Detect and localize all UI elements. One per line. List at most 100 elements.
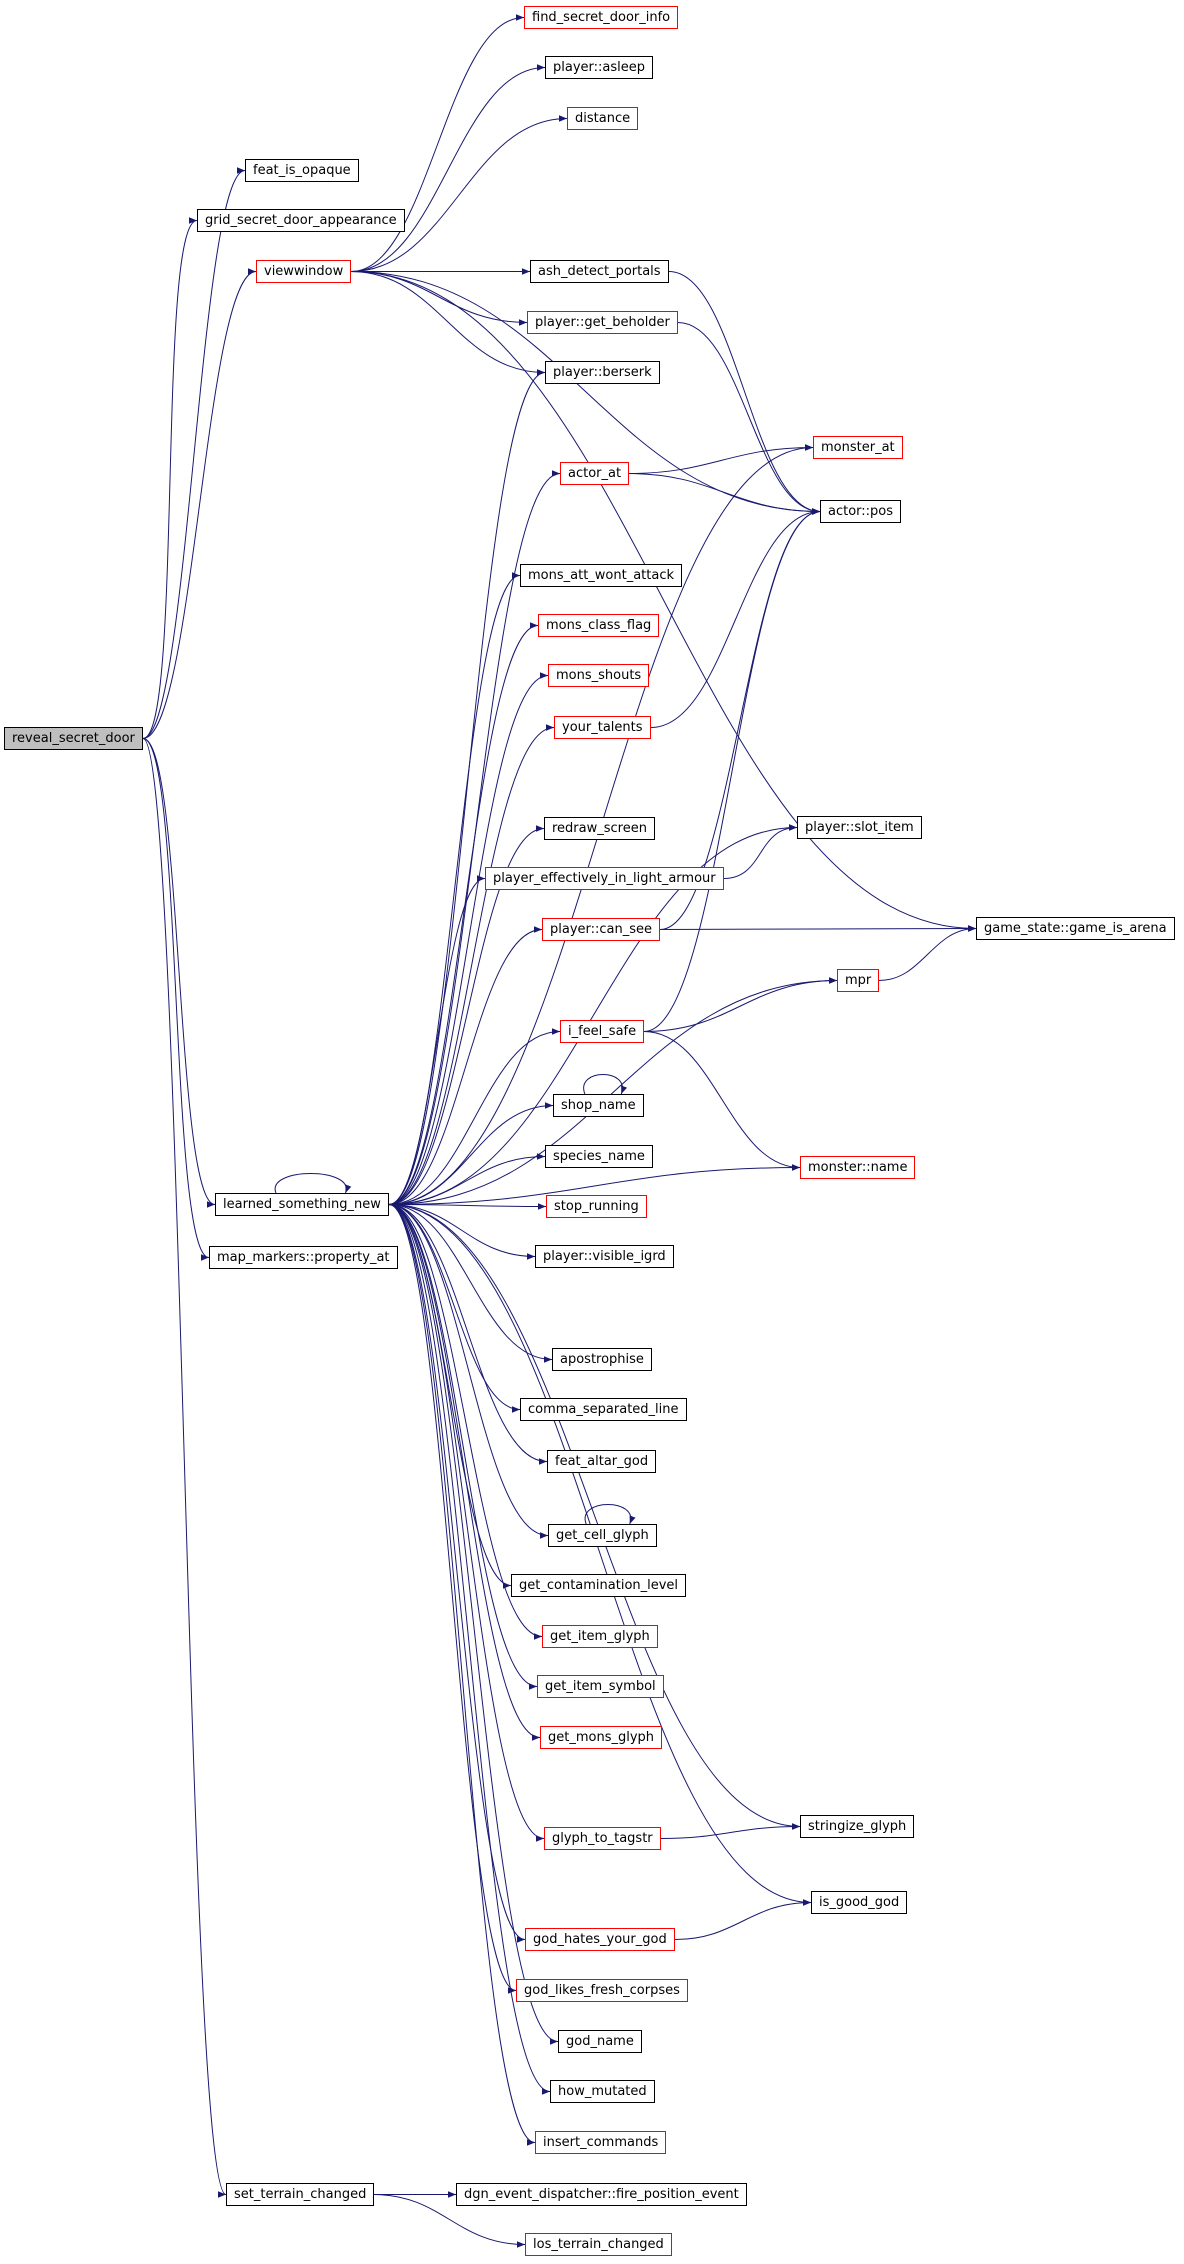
edge-ash-detect-portals-to-actor-pos: [668, 271, 821, 515]
edge-learned-something-new-to-stop-running: [388, 1203, 547, 1210]
edge-god-hates-your-god-to-is-good-god: [674, 1899, 812, 1940]
node-feat-is-opaque[interactable]: feat_is_opaque: [245, 159, 359, 182]
node-actor-at[interactable]: actor_at: [560, 462, 630, 485]
node-player-get-beholder[interactable]: player::get_beholder: [527, 311, 678, 334]
edge-i-feel-safe-to-actor-pos: [643, 508, 821, 1032]
edge-viewwindow-to-player-get-beholder: [350, 271, 528, 326]
node-dgn-event-dispatcher-fire-position-event[interactable]: dgn_event_dispatcher::fire_position_even…: [456, 2183, 747, 2206]
edge-learned-something-new-to-player-slot-item: [388, 824, 798, 1205]
node-grid-secret-door-appearance[interactable]: grid_secret_door_appearance: [197, 209, 405, 232]
node-monster-name[interactable]: monster::name: [800, 1156, 916, 1179]
edge-viewwindow-to-player-berserk: [350, 271, 546, 376]
edge-shop-name-to-shop-name: [583, 1074, 628, 1095]
edge-learned-something-new-to-glyph-to-tagstr: [388, 1204, 545, 1842]
node-get-cell-glyph[interactable]: get_cell_glyph: [548, 1524, 657, 1547]
node-god-likes-fresh-corpses[interactable]: god_likes_fresh_corpses: [516, 1979, 688, 2002]
edge-viewwindow-to-player-asleep: [350, 64, 546, 272]
node-player-asleep[interactable]: player::asleep: [545, 56, 653, 79]
node-los-terrain-changed[interactable]: los_terrain_changed: [525, 2233, 672, 2256]
edge-i-feel-safe-to-monster-name: [643, 1031, 801, 1171]
edge-learned-something-new-to-redraw-screen: [388, 825, 545, 1205]
node-set-terrain-changed[interactable]: set_terrain_changed: [226, 2183, 375, 2206]
node-comma-separated-line[interactable]: comma_separated_line: [520, 1398, 687, 1421]
edge-reveal-secret-door-to-learned-something-new: [142, 738, 216, 1208]
node-player-can-see[interactable]: player::can_see: [542, 918, 661, 941]
edge-learned-something-new-to-how-mutated: [388, 1204, 551, 2095]
edge-learned-something-new-to-mons-att-wont-attack: [388, 572, 521, 1205]
node-monster-at[interactable]: monster_at: [813, 436, 903, 459]
edge-learned-something-new-to-god-likes-fresh-corpses: [388, 1204, 517, 1994]
node-shop-name[interactable]: shop_name: [553, 1094, 644, 1117]
node-distance[interactable]: distance: [567, 107, 639, 130]
node-player-berserk[interactable]: player::berserk: [545, 361, 660, 384]
node-get-contamination-level[interactable]: get_contamination_level: [511, 1574, 687, 1597]
node-feat-altar-god[interactable]: feat_altar_god: [547, 1450, 657, 1473]
node-how-mutated[interactable]: how_mutated: [550, 2080, 655, 2103]
node-is-good-god[interactable]: is_good_god: [811, 1891, 908, 1914]
edge-reveal-secret-door-to-grid-secret-door-appearance: [142, 217, 198, 739]
edge-learned-something-new-to-stringize-glyph: [388, 1204, 801, 1830]
node-get-item-symbol[interactable]: get_item_symbol: [537, 1675, 664, 1698]
node-stringize-glyph[interactable]: stringize_glyph: [800, 1815, 915, 1838]
node-species-name[interactable]: species_name: [545, 1145, 653, 1168]
edge-player-get-beholder-to-actor-pos: [677, 322, 821, 515]
node-find-secret-door-info[interactable]: find_secret_door_info: [524, 6, 679, 29]
node-game-state-game-is-arena[interactable]: game_state::game_is_arena: [976, 917, 1175, 940]
node-redraw-screen[interactable]: redraw_screen: [544, 817, 655, 840]
edge-learned-something-new-to-mons-class-flag: [388, 622, 539, 1205]
edge-reveal-secret-door-to-viewwindow: [142, 268, 257, 739]
edge-player-can-see-to-game-state-game-is-arena: [659, 925, 977, 932]
edge-learned-something-new-to-get-item-glyph: [388, 1204, 543, 1640]
edge-reveal-secret-door-to-map-markers-property-at: [142, 738, 210, 1261]
edge-learned-something-new-to-get-cell-glyph: [388, 1204, 549, 1539]
node-your-talents[interactable]: your_talents: [554, 716, 651, 739]
node-player-effectively-in-light-armour[interactable]: player_effectively_in_light_armour: [485, 867, 724, 890]
node-god-hates-your-god[interactable]: god_hates_your_god: [525, 1928, 675, 1951]
edge-viewwindow-to-game-state-game-is-arena: [350, 271, 977, 932]
node-glyph-to-tagstr[interactable]: glyph_to_tagstr: [544, 1827, 661, 1850]
edge-learned-something-new-to-insert-commands: [388, 1204, 536, 2146]
node-map-markers-property-at[interactable]: map_markers::property_at: [209, 1246, 398, 1269]
node-apostrophise[interactable]: apostrophise: [552, 1348, 652, 1371]
edge-learned-something-new-to-player-visible-igrd: [388, 1204, 536, 1260]
node-player-visible-igrd[interactable]: player::visible_igrd: [535, 1245, 674, 1268]
edge-actor-at-to-actor-pos: [628, 473, 821, 515]
edge-get-cell-glyph-to-get-cell-glyph: [584, 1504, 636, 1525]
node-reveal-secret-door: reveal_secret_door: [4, 727, 143, 750]
edge-learned-something-new-to-feat-altar-god: [388, 1204, 548, 1465]
edge-learned-something-new-to-mons-shouts: [388, 672, 549, 1205]
node-viewwindow[interactable]: viewwindow: [256, 260, 352, 283]
node-mons-class-flag[interactable]: mons_class_flag: [538, 614, 660, 637]
node-learned-something-new[interactable]: learned_something_new: [215, 1193, 389, 1216]
edge-learned-something-new-to-player-effectively-in-light-armour: [388, 875, 486, 1205]
edge-learned-something-new-to-is-good-god: [388, 1204, 812, 1906]
node-insert-commands[interactable]: insert_commands: [535, 2131, 667, 2154]
node-ash-detect-portals[interactable]: ash_detect_portals: [530, 260, 669, 283]
edge-actor-at-to-monster-at: [628, 444, 814, 474]
edge-learned-something-new-to-monster-name: [388, 1164, 801, 1205]
node-stop-running[interactable]: stop_running: [546, 1195, 647, 1218]
edge-viewwindow-to-find-secret-door-info: [350, 14, 525, 272]
edge-learned-something-new-to-god-hates-your-god: [388, 1204, 526, 1943]
edge-reveal-secret-door-to-feat-is-opaque: [142, 167, 246, 739]
node-actor-pos[interactable]: actor::pos: [820, 500, 902, 523]
node-i-feel-safe[interactable]: i_feel_safe: [560, 1020, 645, 1043]
node-get-mons-glyph[interactable]: get_mons_glyph: [540, 1726, 663, 1749]
edge-viewwindow-to-distance: [350, 115, 568, 272]
edge-learned-something-new-to-apostrophise: [388, 1204, 553, 1363]
node-mpr[interactable]: mpr: [837, 969, 880, 992]
edge-learned-something-new-to-player-can-see: [388, 926, 543, 1205]
node-god-name[interactable]: god_name: [558, 2030, 642, 2053]
node-mons-shouts[interactable]: mons_shouts: [548, 664, 650, 687]
edge-set-terrain-changed-to-los-terrain-changed: [373, 2194, 526, 2248]
node-player-slot-item[interactable]: player::slot_item: [797, 816, 922, 839]
edge-mpr-to-game-state-game-is-arena: [878, 925, 977, 981]
edge-glyph-to-tagstr-to-stringize-glyph: [660, 1823, 801, 1839]
edge-learned-something-new-to-get-mons-glyph: [388, 1204, 541, 1741]
node-mons-att-wont-attack[interactable]: mons_att_wont_attack: [520, 564, 683, 587]
edge-player-effectively-in-light-armour-to-player-slot-item: [723, 824, 798, 879]
edge-learned-something-new-to-i-feel-safe: [388, 1028, 561, 1205]
node-get-item-glyph[interactable]: get_item_glyph: [542, 1625, 658, 1648]
